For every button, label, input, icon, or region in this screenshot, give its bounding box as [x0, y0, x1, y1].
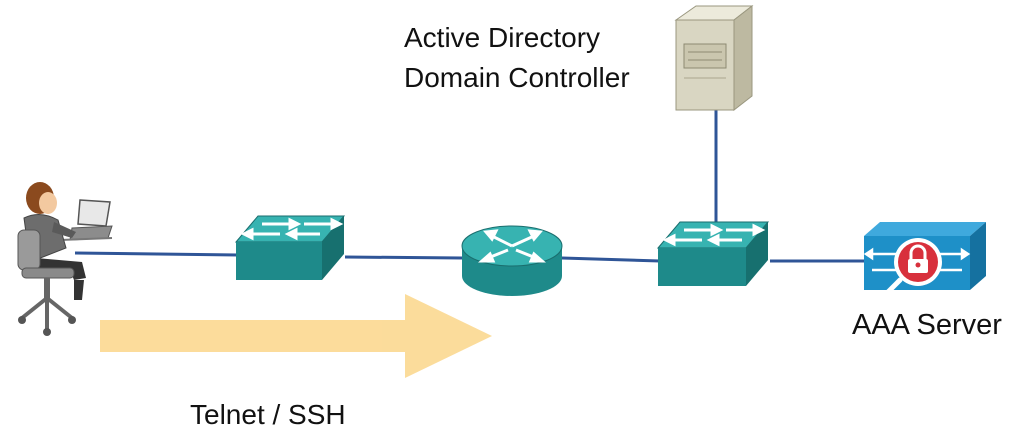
switch-2-icon — [656, 221, 770, 286]
ad-label-line2: Domain Controller — [404, 62, 630, 93]
router-icon — [461, 225, 563, 296]
aaa-server-label: AAA Server — [852, 309, 1002, 341]
link-router-switch2 — [561, 256, 661, 263]
switch-1-icon — [234, 215, 346, 280]
links — [74, 108, 865, 263]
server-tower-icon — [674, 4, 754, 112]
user-at-laptop-icon — [17, 182, 113, 336]
ad-label-line1: Active Directory — [404, 22, 601, 53]
ad-domain-controller-label: Active Directory Domain Controller — [404, 18, 630, 98]
link-user-switch1 — [74, 251, 239, 257]
link-switch1-router — [344, 255, 463, 260]
flow-arrow — [100, 294, 492, 378]
security-appliance-lock-icon — [863, 222, 986, 295]
telnet-ssh-label: Telnet / SSH — [190, 399, 346, 430]
